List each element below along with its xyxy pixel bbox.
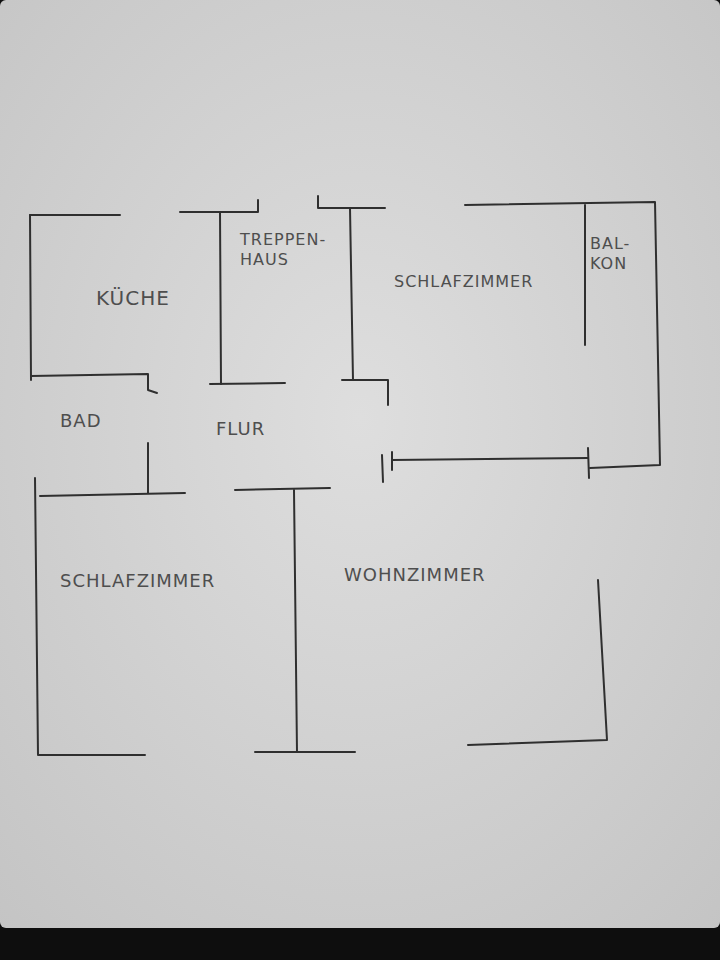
wall <box>180 200 258 212</box>
room-label: KÜCHE <box>96 286 170 311</box>
wall <box>350 208 353 380</box>
wall <box>391 452 393 470</box>
wall <box>210 383 285 384</box>
wall <box>382 455 383 482</box>
wall <box>294 490 297 752</box>
wall <box>147 443 149 493</box>
wall <box>465 202 660 468</box>
wall <box>342 380 388 405</box>
wall <box>31 374 157 393</box>
wall <box>220 212 221 384</box>
wall <box>40 493 185 496</box>
room-label: FLUR <box>216 418 265 441</box>
walls <box>30 196 660 755</box>
room-label: BAD <box>60 410 102 433</box>
room-label: SCHLAFZIMMER <box>394 272 533 292</box>
wall <box>30 215 31 380</box>
wall <box>468 580 607 745</box>
wall <box>235 488 330 490</box>
wall <box>30 214 120 216</box>
wall <box>255 751 355 753</box>
room-label: SCHLAFZIMMER <box>60 570 215 593</box>
wall <box>318 196 385 208</box>
room-label: TREPPEN- HAUS <box>240 230 340 270</box>
wall <box>588 448 589 478</box>
room-label: WOHNZIMMER <box>344 564 486 587</box>
wall <box>584 205 586 345</box>
wall <box>35 478 145 755</box>
wall <box>392 458 588 460</box>
paper-sheet <box>0 0 720 928</box>
room-label: BAL- KON <box>590 234 650 274</box>
